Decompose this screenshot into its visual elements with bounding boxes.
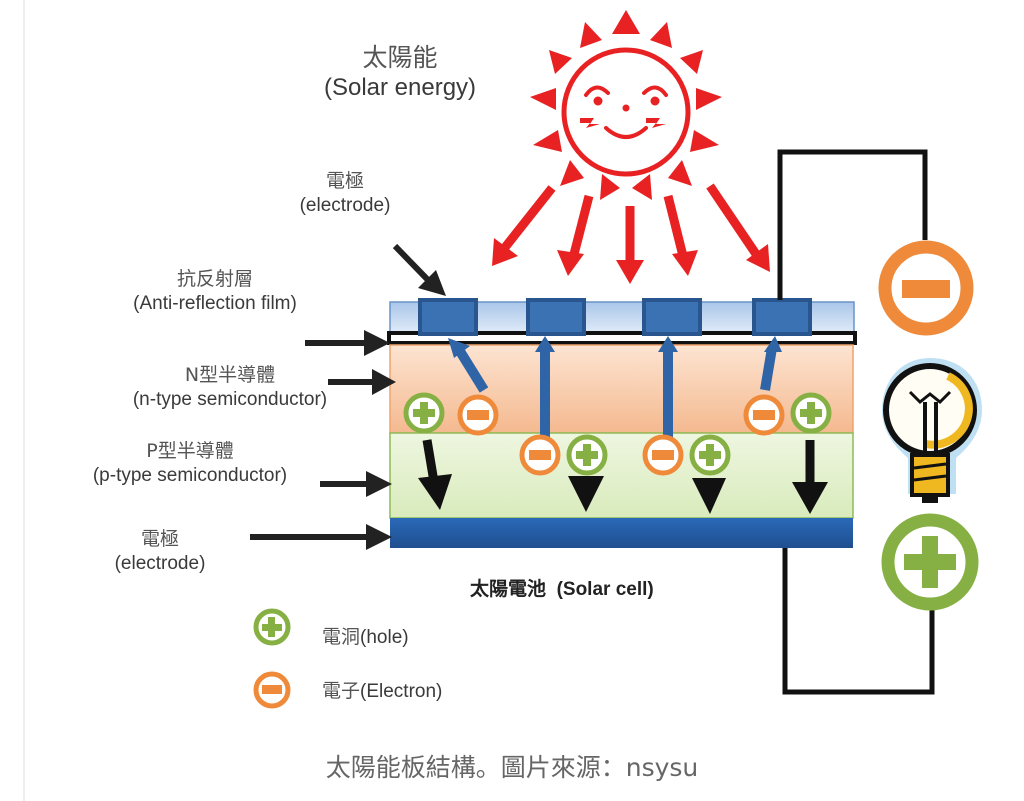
legend-hole-icon xyxy=(253,608,291,646)
solar-cell-stack xyxy=(250,243,857,550)
circuit-hole-icon xyxy=(881,513,979,611)
label-electrode-bottom-en: (electrode) xyxy=(114,552,206,574)
label-solar-cell-en: (Solar cell) xyxy=(556,579,654,600)
label-p-type-zh: P型半導體 xyxy=(146,440,234,462)
label-solar-energy-zh: 太陽能 xyxy=(362,43,438,72)
legend-electron-icon xyxy=(253,671,291,709)
label-anti-reflection-zh: 抗反射層 xyxy=(176,268,253,290)
label-electrode-top: 電極 (electrode) xyxy=(270,170,420,218)
legend-hole-en: (hole) xyxy=(360,627,409,648)
label-n-type-en: (n-type semiconductor) xyxy=(132,388,328,410)
label-electrode-bottom-zh: 電極 xyxy=(140,528,179,550)
charge-carriers xyxy=(403,392,832,476)
label-anti-reflection: 抗反射層 (Anti-reflection film) xyxy=(100,268,330,316)
label-electrode-bottom: 電極 (electrode) xyxy=(90,528,230,576)
sun-face xyxy=(584,85,668,139)
bottom-electrode xyxy=(390,518,853,548)
legend-electron-en: (Electron) xyxy=(360,681,443,702)
label-solar-energy: 太陽能 (Solar energy) xyxy=(290,42,510,103)
label-solar-energy-en: (Solar energy) xyxy=(323,74,477,102)
label-p-type-en: (p-type semiconductor) xyxy=(92,464,288,486)
legend-item-electron: 電子(Electron) xyxy=(322,676,442,703)
page-left-border xyxy=(23,0,25,801)
sunlight-arrows xyxy=(499,183,764,270)
external-circuit xyxy=(777,149,982,695)
sun-icon xyxy=(492,10,770,284)
label-solar-cell-zh: 太陽電池 xyxy=(470,578,547,600)
label-electrode-top-zh: 電極 xyxy=(325,170,364,192)
label-solar-cell: 太陽電池 (Solar cell) xyxy=(470,578,740,602)
label-electrode-top-en: (electrode) xyxy=(299,194,391,216)
hole-icon xyxy=(403,392,445,434)
light-bulb-icon xyxy=(882,358,982,503)
legend-electron-zh: 電子 xyxy=(322,680,361,702)
top-electrodes xyxy=(418,298,812,336)
electron-icon xyxy=(743,394,785,436)
label-p-type: P型半導體 (p-type semiconductor) xyxy=(55,440,325,488)
wire-bottom xyxy=(782,548,935,695)
label-n-type-zh: N型半導體 xyxy=(184,364,276,386)
label-anti-reflection-en: (Anti-reflection film) xyxy=(133,292,297,314)
legend-hole-zh: 電洞 xyxy=(322,626,361,648)
figure-caption: 太陽能板結構。圖片來源：nsysu xyxy=(325,753,699,782)
wire-top xyxy=(777,149,928,300)
electron-icon xyxy=(642,434,684,476)
hole-icon xyxy=(689,434,731,476)
p-type-layer xyxy=(389,432,854,519)
legend-item-hole: 電洞(hole) xyxy=(322,622,409,649)
electron-icon xyxy=(457,394,499,436)
hole-icon xyxy=(790,392,832,434)
label-n-type: N型半導體 (n-type semiconductor) xyxy=(95,364,365,412)
electron-icon xyxy=(519,434,561,476)
electron-paths xyxy=(453,345,777,438)
circuit-electron-icon xyxy=(878,240,974,336)
hole-icon xyxy=(566,434,608,476)
label-arrows xyxy=(250,243,431,540)
junction-line xyxy=(387,331,857,345)
sun-rays xyxy=(530,10,722,200)
